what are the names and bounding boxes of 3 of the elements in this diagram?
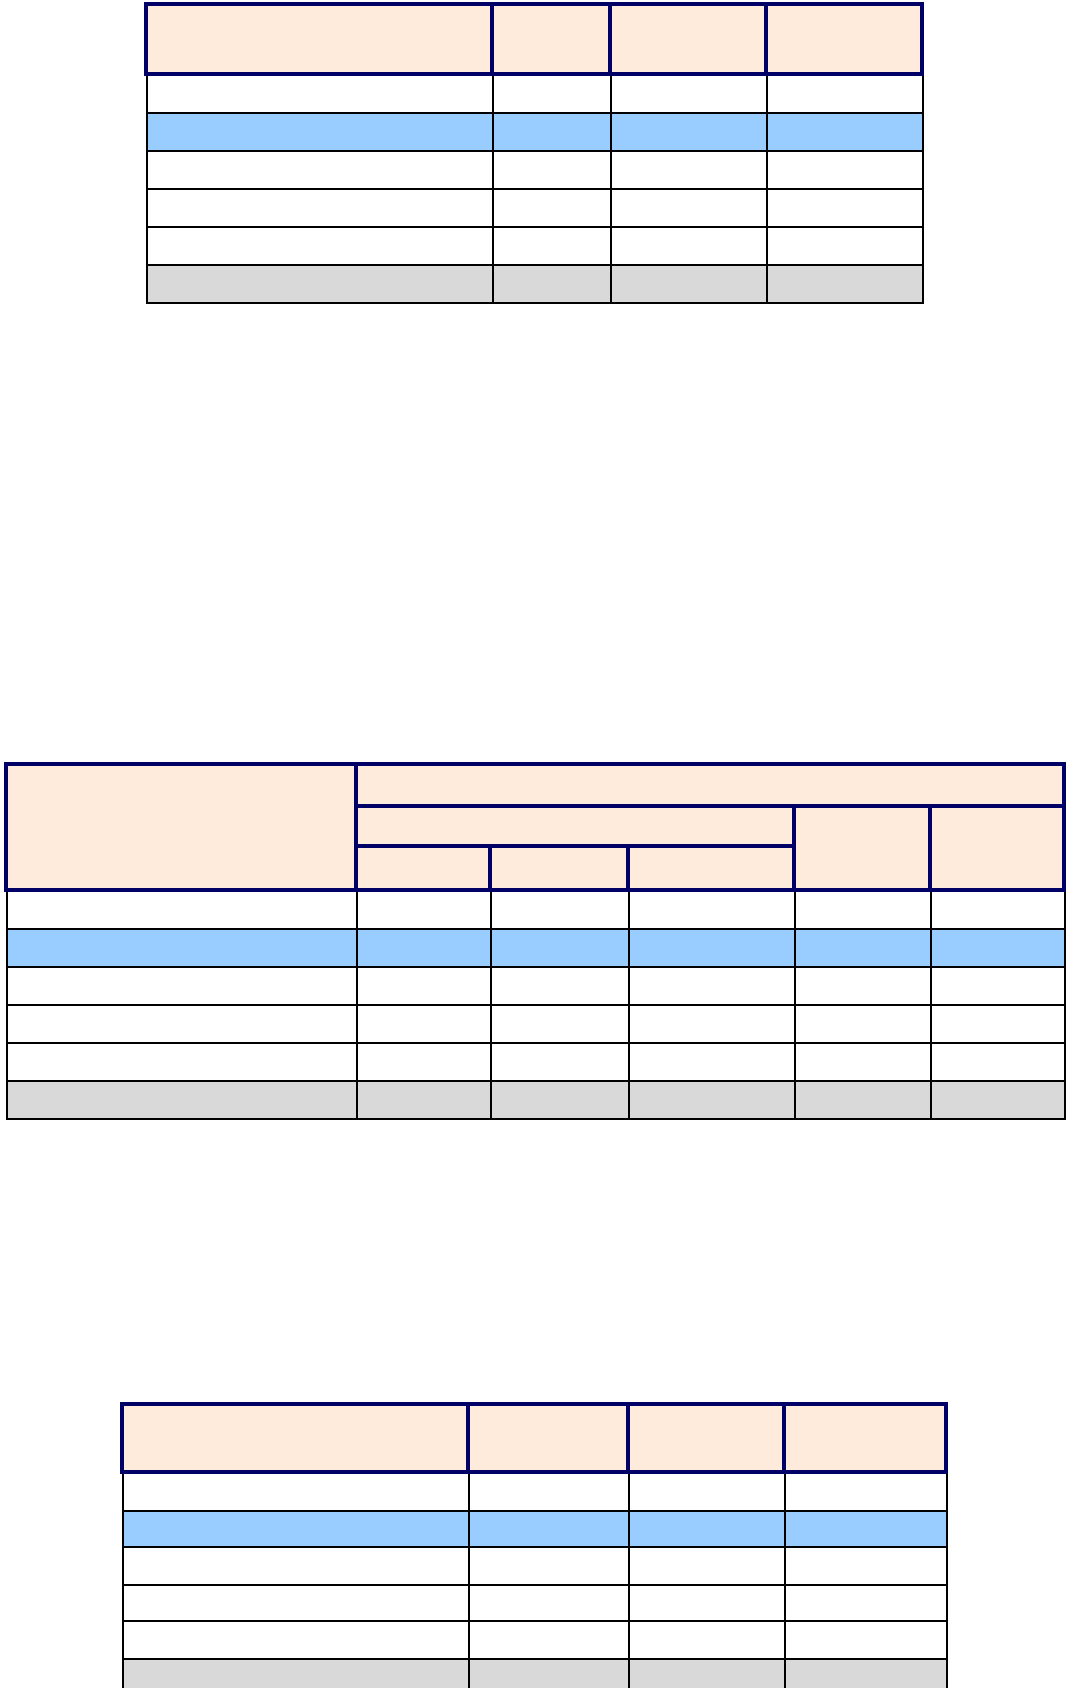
data-table xyxy=(4,762,1066,1120)
data-table xyxy=(144,2,924,304)
data-table xyxy=(120,1402,948,1688)
